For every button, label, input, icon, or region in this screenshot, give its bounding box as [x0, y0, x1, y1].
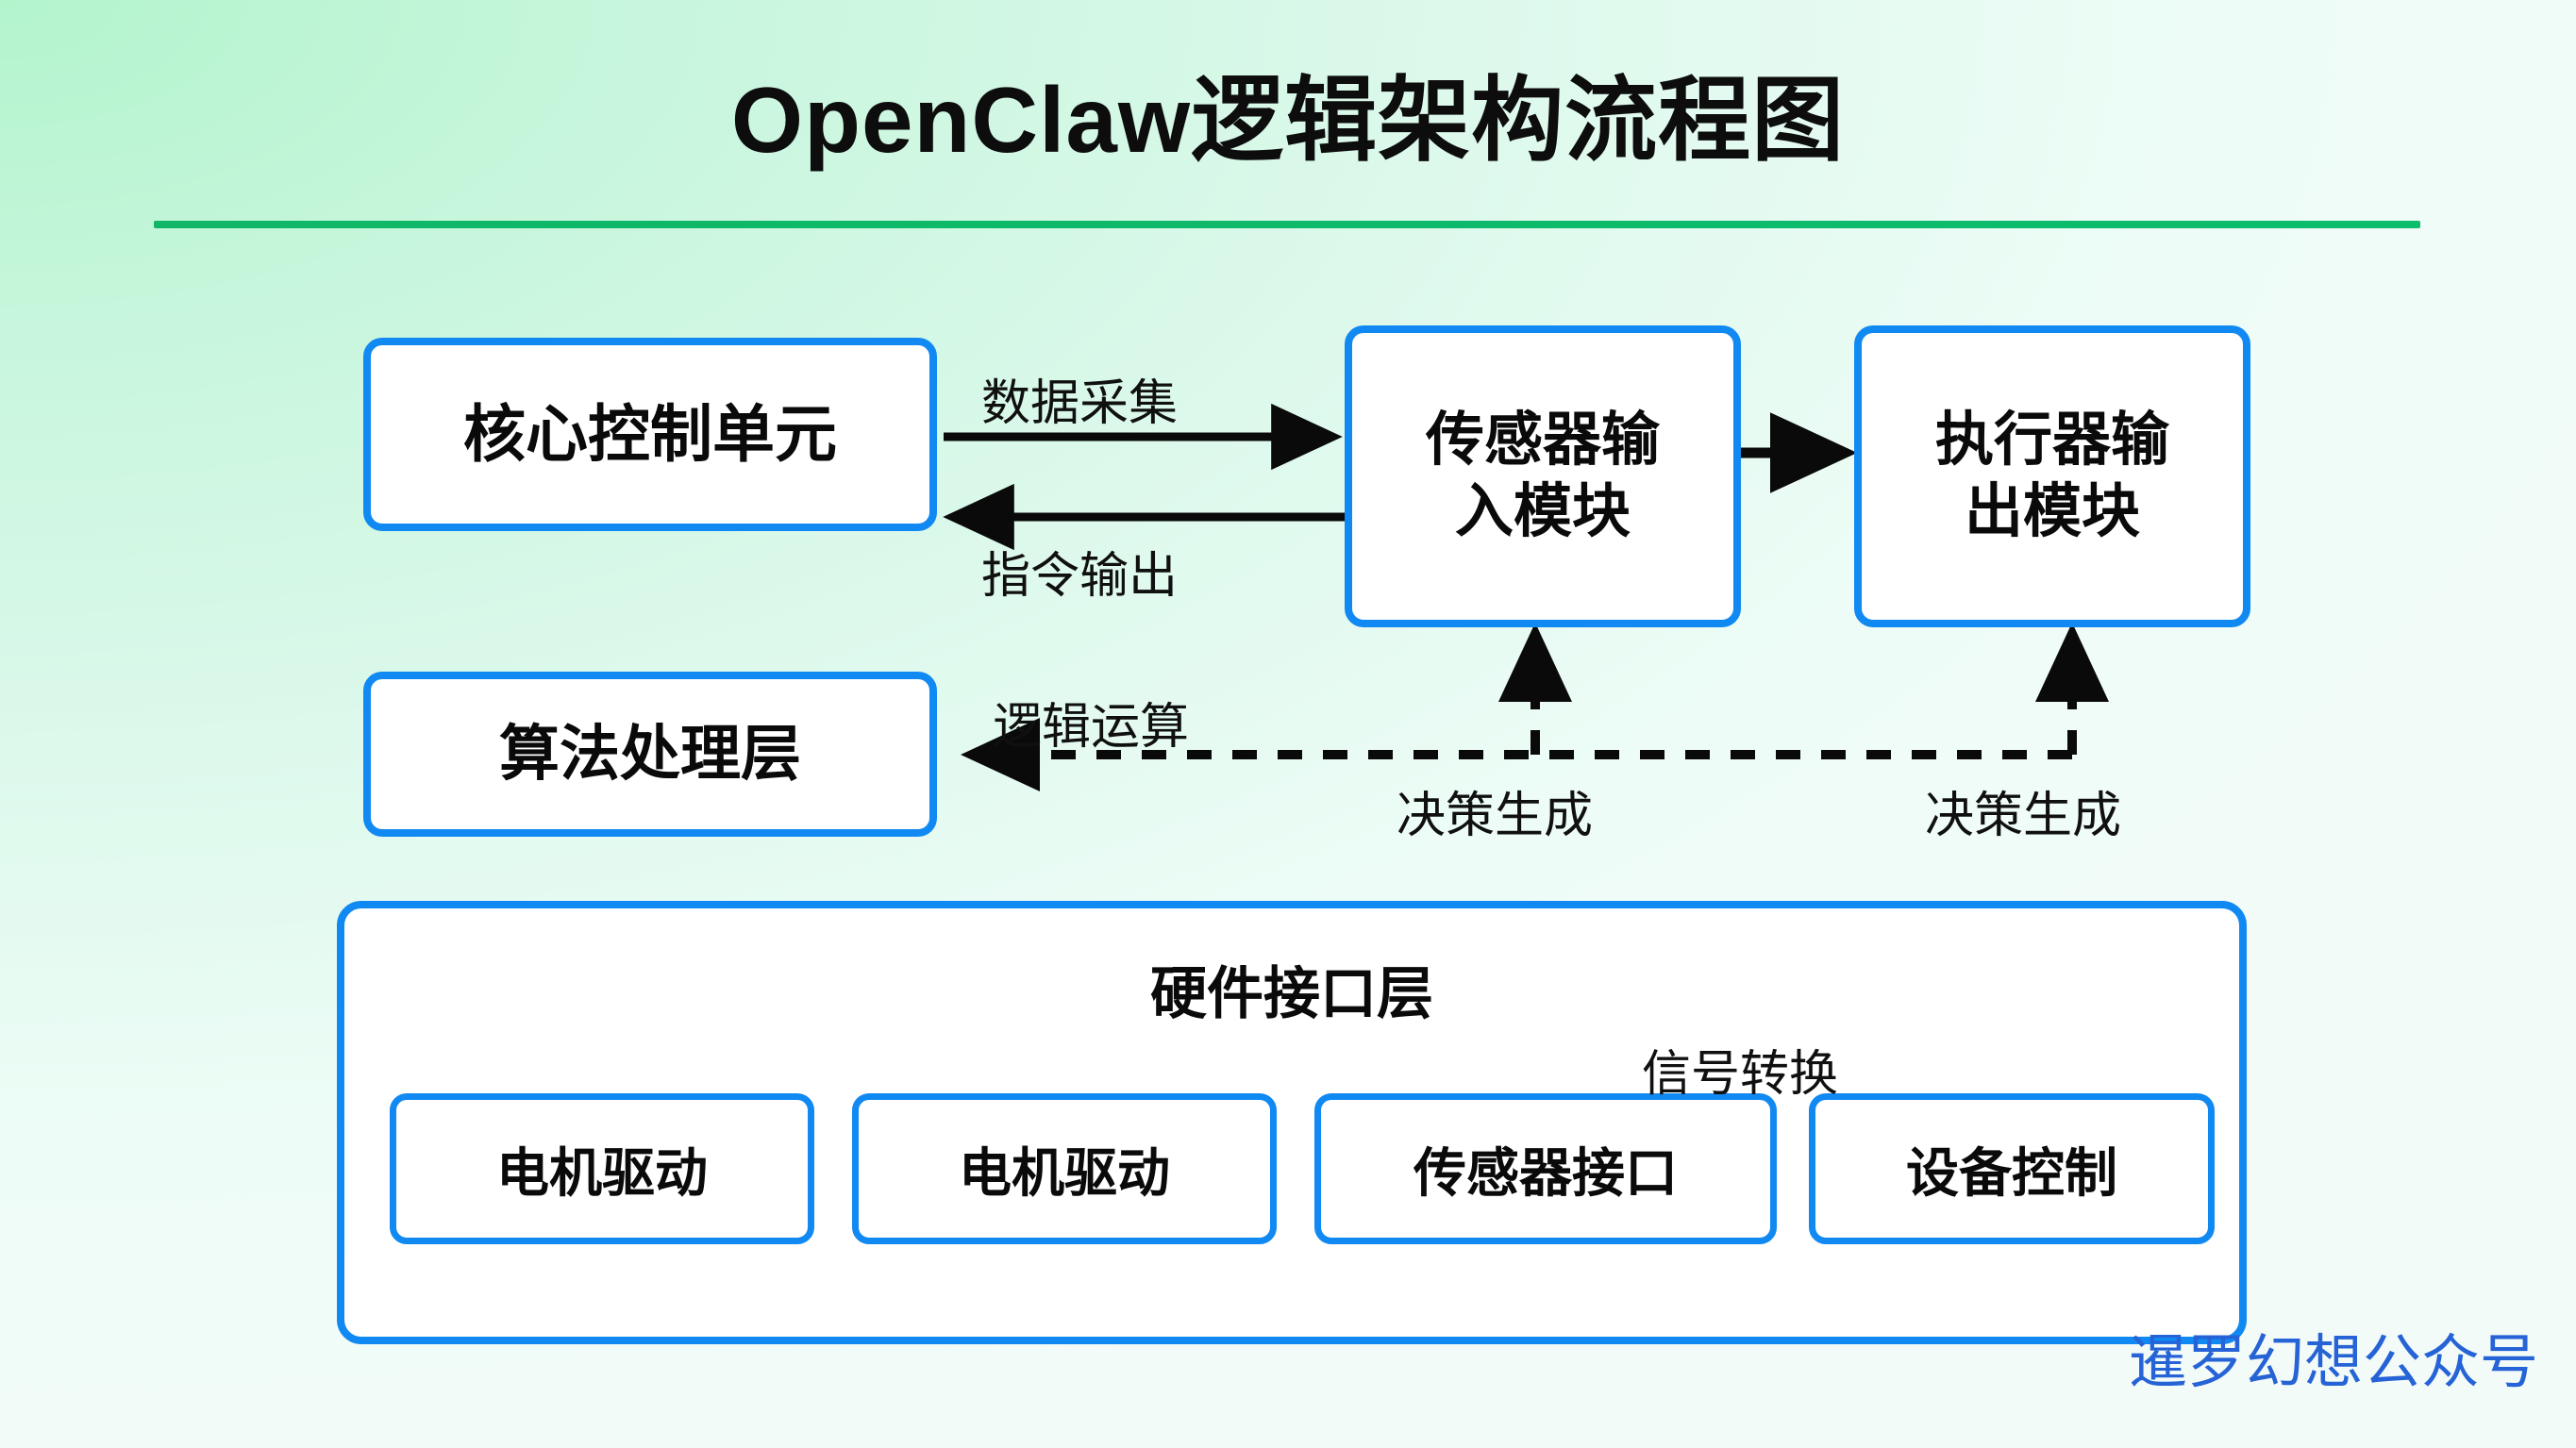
node-sensor-input-module-label-line1: 传感器输 — [1425, 408, 1660, 474]
edge-label-data-collect: 数据采集 — [981, 376, 1179, 431]
node-hardware-interface-layer[interactable]: 硬件接口层 电机驱动 电机驱动 传感器接口 设备控制 — [337, 901, 2247, 1344]
node-actuator-output-module-label-line1: 执行器输 — [1934, 408, 2169, 474]
node-motor-driver-2-label: 电机驱动 — [959, 1142, 1170, 1203]
node-hardware-interface-layer-title: 硬件接口层 — [1150, 962, 1433, 1025]
edge-label-command-output: 指令输出 — [981, 549, 1179, 604]
node-actuator-output-module-label-line2: 出模块 — [1964, 479, 2140, 544]
node-device-control[interactable]: 设备控制 — [1809, 1093, 2215, 1244]
page-title: OpenClaw逻辑架构流程图 — [730, 68, 1846, 172]
edge-label-logic-operation: 逻辑运算 — [993, 700, 1190, 755]
node-device-control-label: 设备控制 — [1906, 1142, 2117, 1203]
watermark: 暹罗幻想公众号 — [2128, 1330, 2538, 1395]
title-divider — [154, 221, 2420, 228]
node-core-control-unit-label: 核心控制单元 — [463, 398, 837, 469]
node-actuator-output-module[interactable]: 执行器输 出模块 — [1854, 325, 2250, 627]
node-motor-driver-1[interactable]: 电机驱动 — [390, 1093, 814, 1244]
node-core-control-unit[interactable]: 核心控制单元 — [363, 338, 937, 531]
node-sensor-input-module-label-line2: 入模块 — [1454, 479, 1631, 544]
edge-label-decision-gen-right: 决策生成 — [1925, 789, 2122, 843]
node-algorithm-layer-label: 算法处理层 — [499, 719, 801, 788]
node-sensor-input-module[interactable]: 传感器输 入模块 — [1345, 325, 1741, 627]
edge-label-decision-gen-left: 决策生成 — [1397, 789, 1594, 843]
edge-label-signal-convert: 信号转换 — [1642, 1047, 1839, 1102]
node-motor-driver-2[interactable]: 电机驱动 — [852, 1093, 1277, 1244]
node-sensor-interface[interactable]: 传感器接口 — [1314, 1093, 1777, 1244]
node-motor-driver-1-label: 电机驱动 — [496, 1142, 708, 1203]
node-sensor-interface-label: 传感器接口 — [1413, 1142, 1678, 1203]
node-algorithm-layer[interactable]: 算法处理层 — [363, 672, 937, 837]
